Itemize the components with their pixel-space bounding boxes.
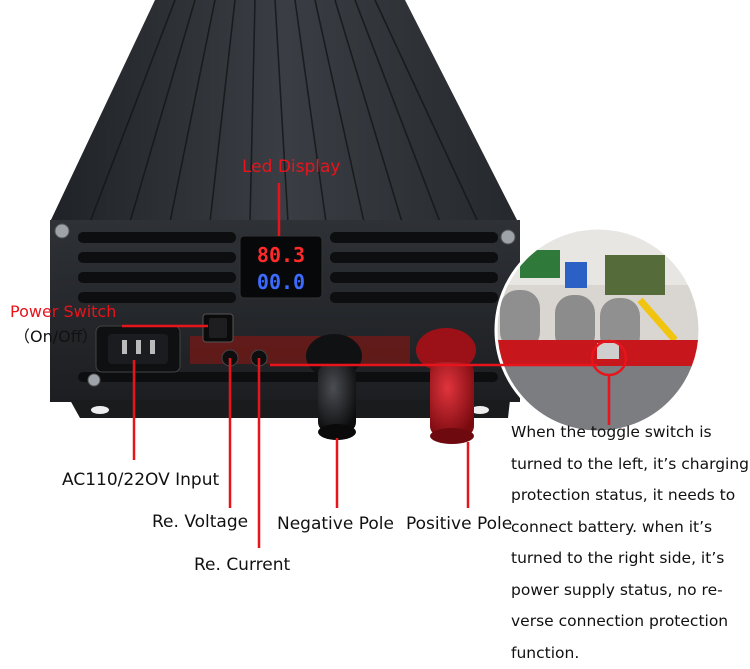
screw-icon — [501, 230, 515, 244]
chassis-top — [50, 0, 518, 222]
led-bottom-reading: 00.0 — [257, 270, 305, 294]
description-line: turned to the right side, it’s — [511, 543, 749, 575]
screw-icon — [88, 374, 100, 386]
negative-pole-label: Negative Pole — [277, 514, 394, 534]
screw-icon — [55, 224, 69, 238]
description-line: function. — [511, 638, 749, 669]
led-display-label: Led Display — [242, 157, 341, 177]
zoom-inset — [490, 225, 710, 436]
description-line: power supply status, no re- — [511, 575, 749, 607]
re-current-label: Re. Current — [194, 555, 290, 575]
rocker-switch-icon — [203, 314, 233, 342]
description-line: protection status, it needs to — [511, 480, 749, 512]
power-switch-label: Power Switch — [10, 302, 116, 321]
description-line: When the toggle switch is — [511, 417, 749, 449]
toggle-switch-description: When the toggle switch is turned to the … — [511, 417, 749, 669]
description-line: verse connection protection — [511, 606, 749, 638]
positive-pole-label: Positive Pole — [406, 514, 512, 534]
description-line: connect battery. when it’s — [511, 512, 749, 544]
ac-input-label: AC110/22OV Input — [62, 470, 219, 490]
led-display: 80.3 00.0 — [240, 236, 322, 298]
description-line: turned to the left, it’s charging — [511, 449, 749, 481]
re-voltage-label: Re. Voltage — [152, 512, 248, 532]
led-top-reading: 80.3 — [257, 243, 305, 267]
on-off-label: （On/Off） — [14, 323, 98, 347]
iec-power-socket-icon — [96, 326, 180, 372]
